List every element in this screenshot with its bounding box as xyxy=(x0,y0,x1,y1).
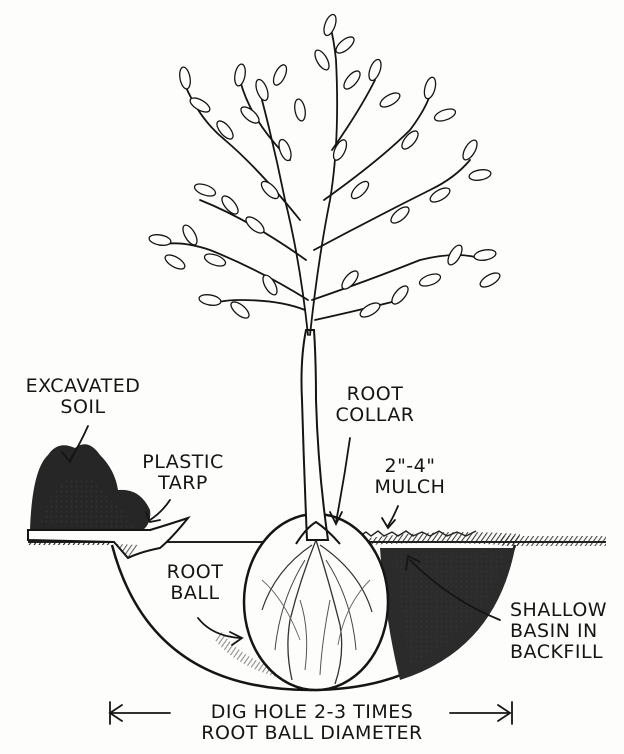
tree-trunk xyxy=(296,330,340,544)
label-root-collar-line2: COLLAR xyxy=(320,405,430,426)
label-dig-hole-line1: DIG HOLE 2-3 TIMES xyxy=(162,702,462,723)
label-excavated-soil-line2: SOIL xyxy=(18,397,148,418)
arrow-root-ball xyxy=(198,618,240,638)
label-root-ball-line2: BALL xyxy=(150,583,240,604)
arrowhead-mulch xyxy=(382,518,395,528)
arrow-plastic-tarp xyxy=(150,500,170,520)
tree-leaves xyxy=(148,13,502,321)
label-mulch: 2"-4" MULCH xyxy=(360,456,460,498)
label-shallow-basin-line3: BACKFILL xyxy=(510,642,622,663)
tree-branches xyxy=(160,25,485,335)
mulch-layer xyxy=(355,531,520,546)
label-excavated-soil: EXCAVATED SOIL xyxy=(18,376,148,418)
label-shallow-basin-line1: SHALLOW xyxy=(510,600,622,621)
label-dig-hole-line2: ROOT BALL DIAMETER xyxy=(162,723,462,744)
label-mulch-line1: 2"-4" xyxy=(360,456,460,477)
label-shallow-basin-line2: BASIN IN xyxy=(510,621,622,642)
label-root-collar: ROOT COLLAR xyxy=(320,384,430,426)
arrow-root-collar xyxy=(336,438,350,522)
label-root-ball-line1: ROOT xyxy=(150,562,240,583)
label-excavated-soil-line1: EXCAVATED xyxy=(18,376,148,397)
label-root-ball: ROOT BALL xyxy=(150,562,240,604)
label-dig-hole: DIG HOLE 2-3 TIMES ROOT BALL DIAMETER xyxy=(162,702,462,744)
label-shallow-basin: SHALLOW BASIN IN BACKFILL xyxy=(510,600,622,663)
label-plastic-tarp-line1: PLASTIC xyxy=(128,452,238,473)
label-root-collar-line1: ROOT xyxy=(320,384,430,405)
label-plastic-tarp-line2: TARP xyxy=(128,473,238,494)
label-mulch-line2: MULCH xyxy=(360,477,460,498)
label-plastic-tarp: PLASTIC TARP xyxy=(128,452,238,494)
